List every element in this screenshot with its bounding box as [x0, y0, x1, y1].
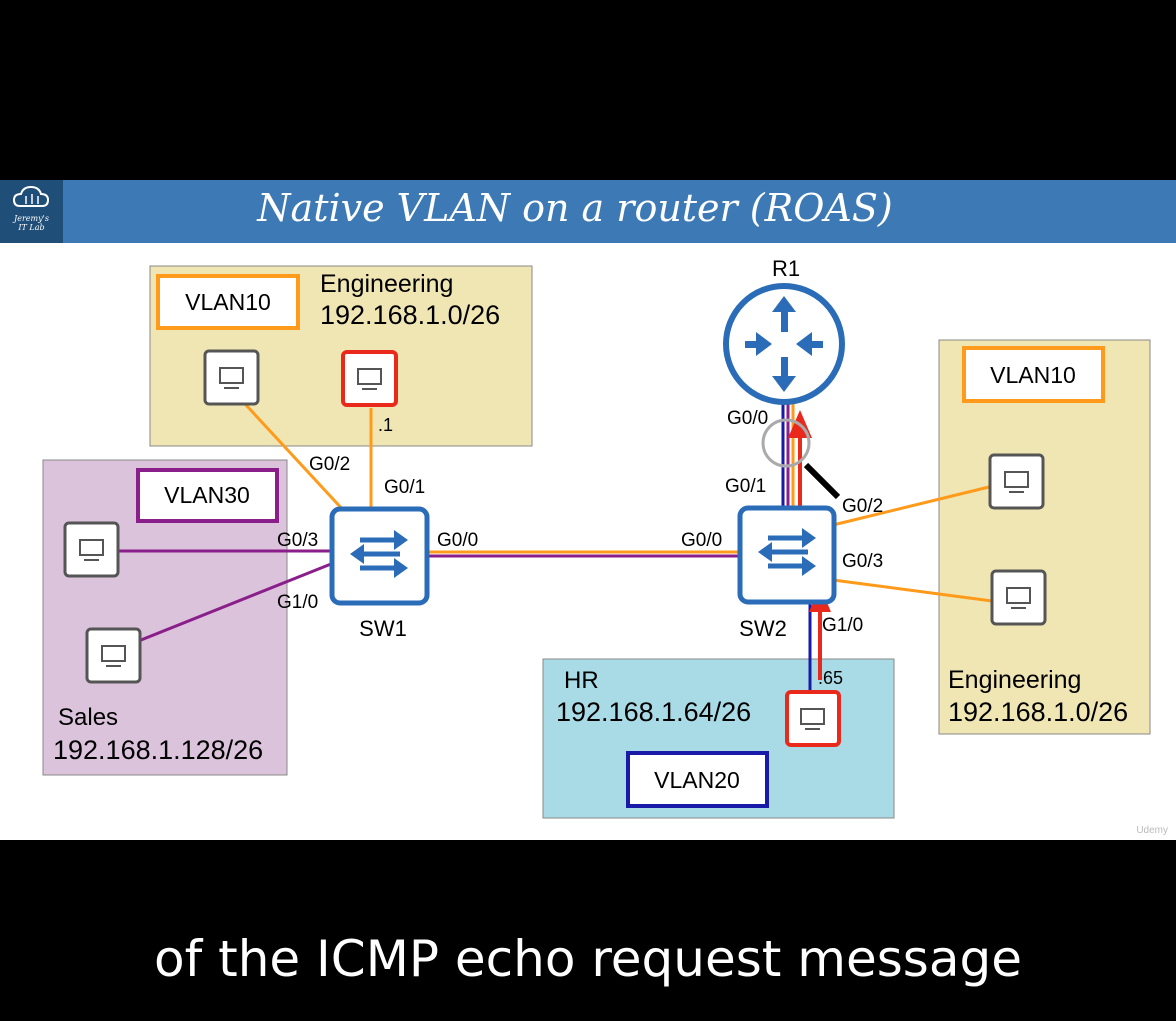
- link-sw1-g02: [244, 403, 347, 514]
- network-diagram: VLAN10 VLAN10 VLAN30 VLAN20 Engineering …: [42, 256, 1151, 819]
- eng-top-name: Engineering: [320, 270, 453, 298]
- pc-sales-2-icon: [85, 627, 142, 684]
- sales-name: Sales: [58, 704, 118, 731]
- r1-g00-label: G0/0: [727, 408, 768, 429]
- magnifier-icon: [761, 418, 811, 468]
- sw1-g02-label: G0/2: [309, 454, 350, 475]
- cloud-logo-icon: [12, 185, 50, 207]
- hr-name: HR: [564, 667, 599, 694]
- eng-top-host-address: .1: [378, 415, 393, 435]
- vlan30-label: VLAN30: [164, 482, 250, 508]
- hr-subnet: 192.168.1.64/26: [556, 697, 751, 727]
- vlan10-box-right: [962, 346, 1105, 403]
- logo: Jeremy's IT Lab: [0, 180, 63, 243]
- vlan30-box: [136, 468, 279, 523]
- pc-eng-top-2-icon: [341, 350, 398, 407]
- link-sw2-g03: [832, 578, 993, 603]
- watermark: Udemy: [1136, 825, 1168, 836]
- magnifier-handle: [803, 462, 841, 500]
- sw1-g03-label: G0/3: [277, 530, 318, 551]
- switch-sw2-icon: [737, 505, 837, 605]
- pc-eng-right-2-icon: [990, 569, 1047, 626]
- pc-sales-1-icon: [63, 521, 120, 578]
- sales-subnet: 192.168.1.128/26: [53, 735, 263, 765]
- sw1-g00-label: G0/0: [437, 530, 478, 551]
- r1-label: R1: [772, 256, 800, 281]
- vlan20-box: [626, 751, 769, 808]
- sw1-g10-label: G1/0: [277, 592, 318, 613]
- sw2-g02-label: G0/2: [842, 496, 883, 517]
- title-banner: Jeremy's IT Lab Native VLAN on a router …: [0, 180, 1176, 243]
- logo-text: Jeremy's IT Lab: [14, 214, 49, 232]
- sw1-g01-label: G0/1: [384, 477, 425, 498]
- engineering-zone-right: [938, 339, 1151, 735]
- video-caption: of the ICMP echo request message: [154, 930, 1022, 988]
- sw2-g03-label: G0/3: [842, 551, 883, 572]
- sw1-label: SW1: [359, 616, 407, 641]
- sw2-g10-label: G1/0: [822, 615, 863, 636]
- pc-hr-icon: [785, 690, 841, 747]
- slide: VLAN10 VLAN10 VLAN30 VLAN20 Engineering …: [0, 180, 1176, 840]
- slide-title: Native VLAN on a router (ROAS): [257, 186, 893, 230]
- link-sw1-g10: [140, 562, 332, 642]
- hr-host-address: .65: [818, 668, 843, 688]
- vlan20-label: VLAN20: [654, 767, 740, 793]
- sw2-g00-label: G0/0: [681, 530, 722, 551]
- vlan10-label-top: VLAN10: [185, 289, 271, 315]
- vlan10-label-right: VLAN10: [990, 362, 1076, 388]
- pc-eng-right-1-icon: [988, 453, 1045, 510]
- link-sw2-g02: [832, 485, 990, 527]
- sw2-label: SW2: [739, 616, 787, 641]
- router-icon: [723, 283, 845, 405]
- vlan10-box-top: [156, 274, 300, 330]
- eng-top-subnet: 192.168.1.0/26: [320, 300, 500, 330]
- eng-right-name: Engineering: [948, 666, 1081, 694]
- eng-right-subnet: 192.168.1.0/26: [948, 697, 1128, 727]
- sw2-g01-label: G0/1: [725, 476, 766, 497]
- switch-sw1-icon: [329, 506, 430, 606]
- pc-eng-top-1-icon: [203, 349, 260, 406]
